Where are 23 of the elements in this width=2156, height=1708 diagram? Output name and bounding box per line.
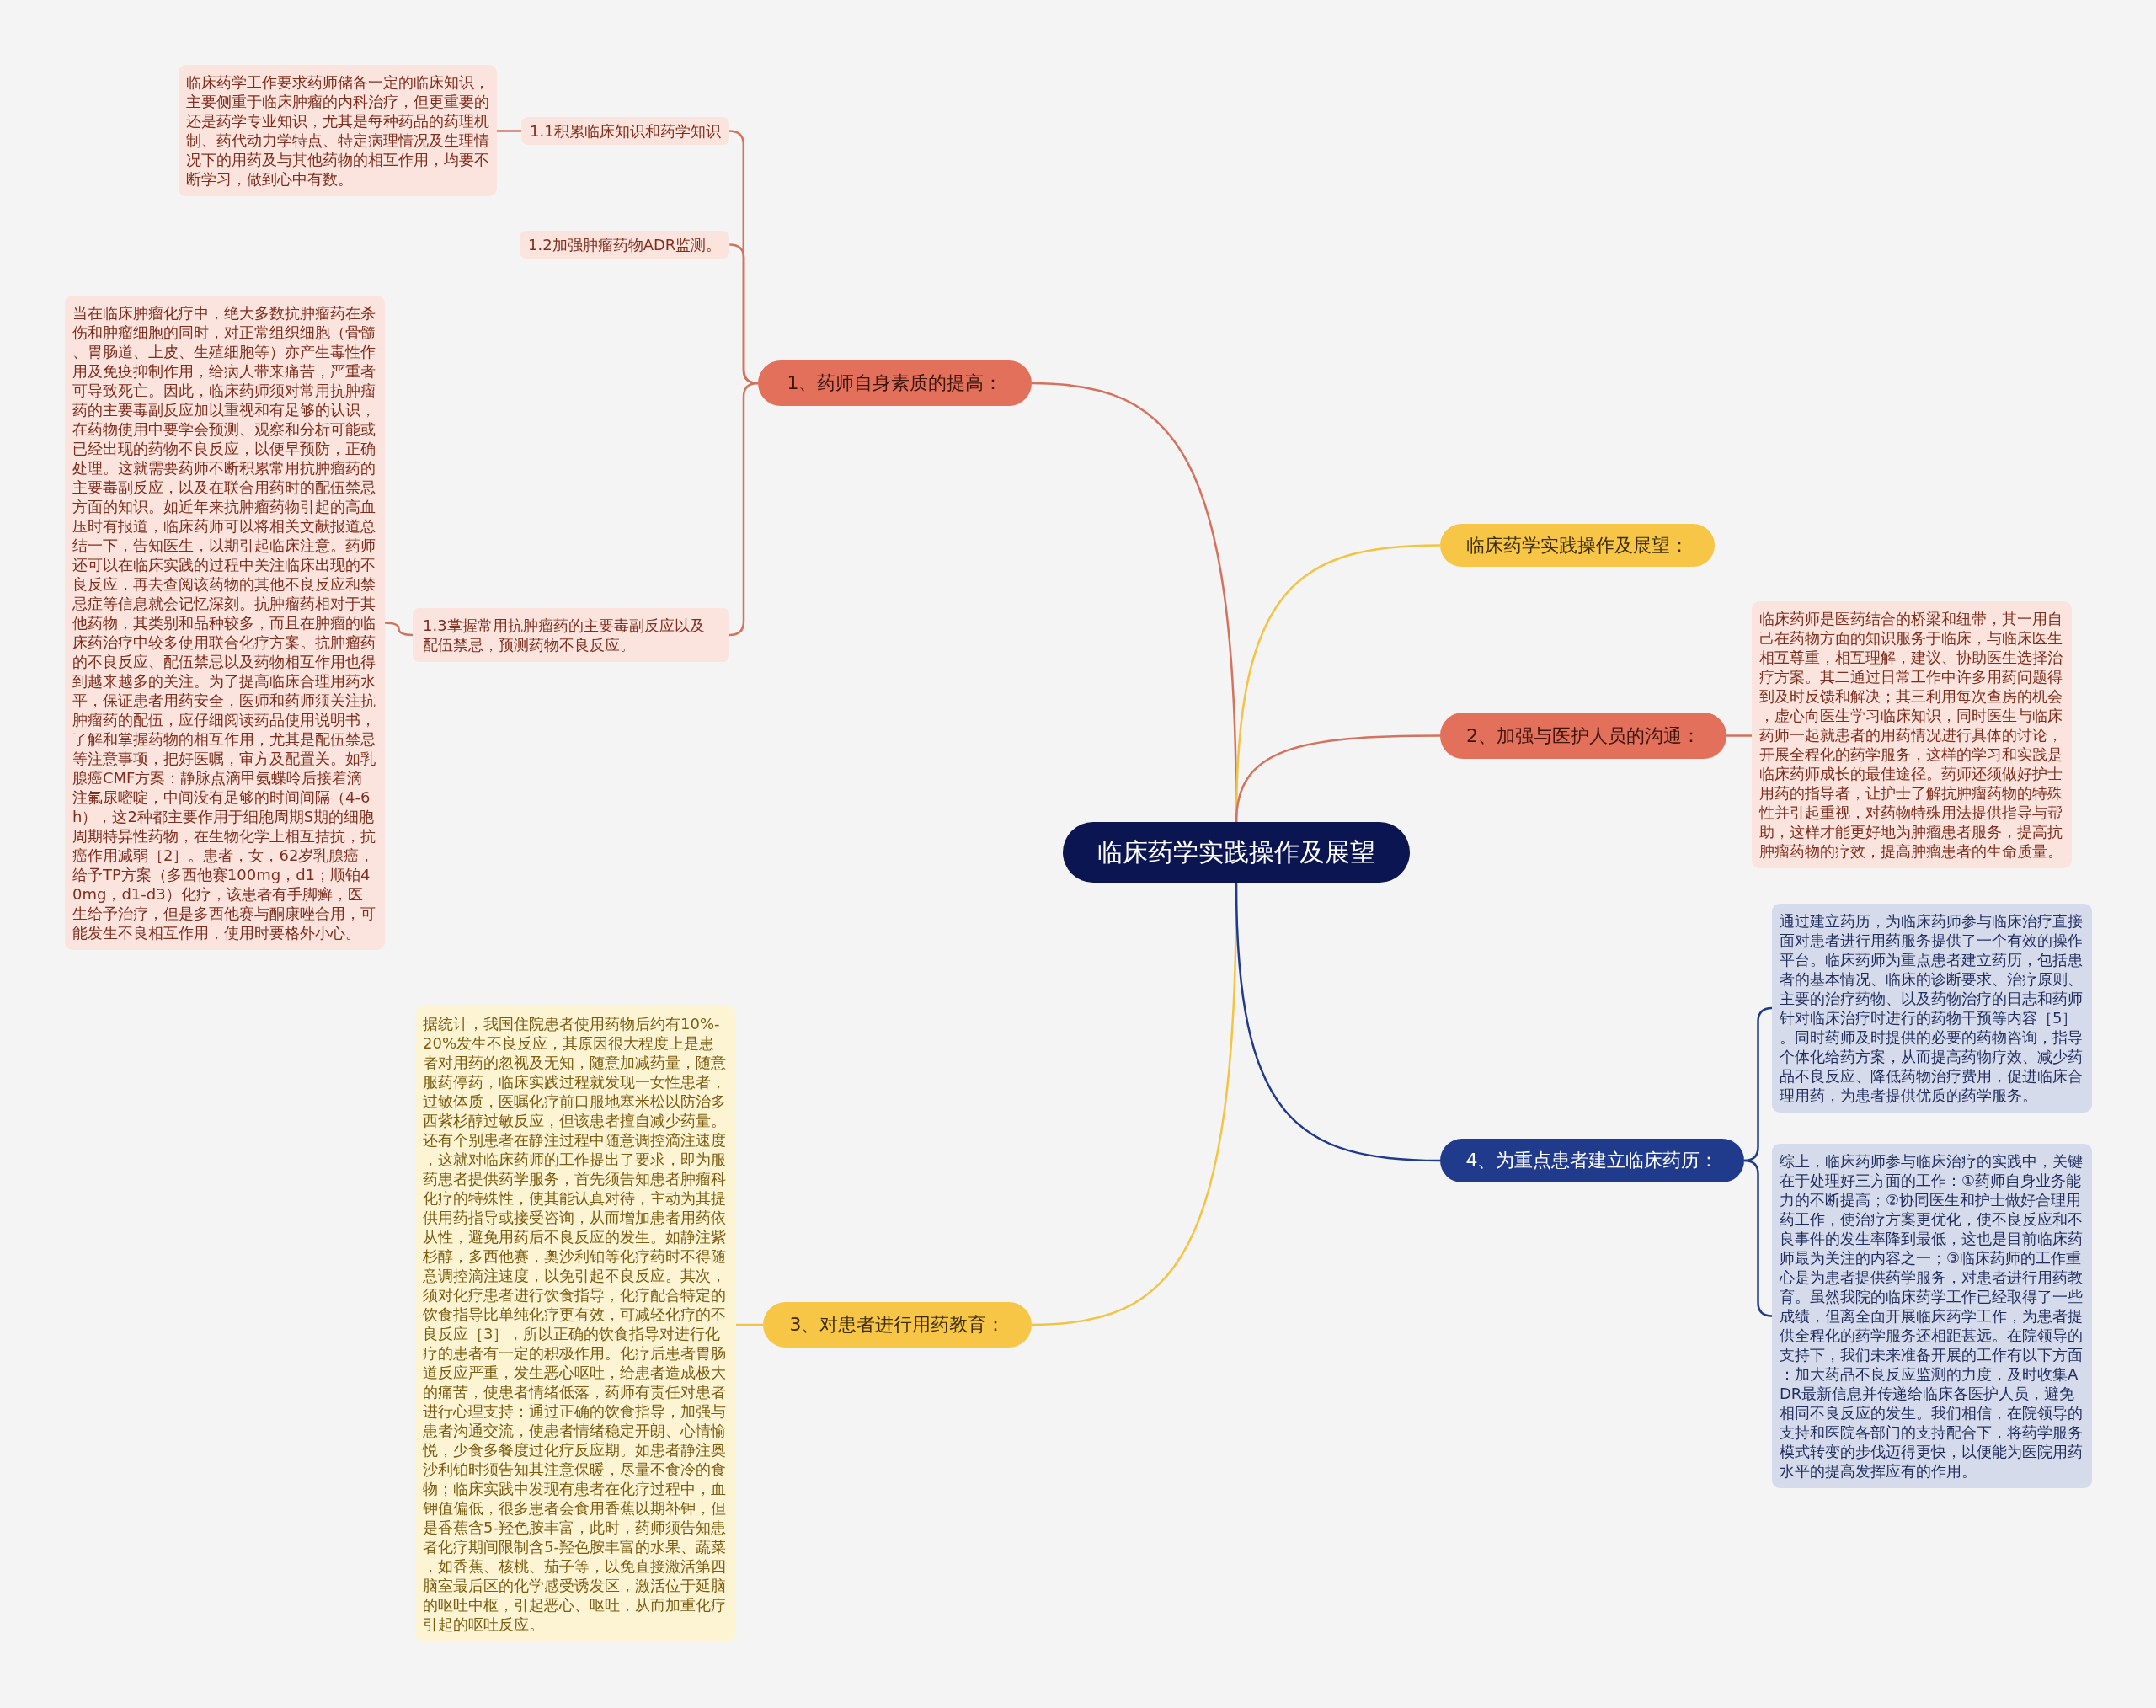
central-topic-box: 临床药学实践操作及展望: [1063, 822, 1410, 883]
topic-box: 临床药学实践操作及展望：: [1440, 524, 1715, 567]
topic-box: 2、加强与医护人员的沟通：: [1440, 713, 1726, 759]
note-box: 通过建立药历，为临床药师参与临床治疗直接面对患者进行用药服务提供了一个有效的操作平台。临床药师为重点患者建立药历，包括患者的基本情况、临床的诊断要求、治疗原则、主要的治疗药物、以及药物治疗的日志和药师针对临床治疗时进行的药物干预等内容［5］。同时药师及时提供的必要的药物咨询，指导个体化给药方案，从而提高药物疗效、减少药品不良反应、降低药物治疗费用，促进临床合理用药，为患者提供优质的药学服务。: [1772, 904, 2092, 1113]
topic-box: 1、药师自身素质的提高：: [758, 360, 1032, 406]
branch-line: [1743, 1159, 1773, 1317]
note-box: 当在临床肿瘤化疗中，绝大多数抗肿瘤药在杀伤和肿瘤细胞的同时，对正常组织细胞（骨髓、胃肠道、上皮、生殖细胞等）亦产生毒性作用及免疫抑制作用，给病人带来痛苦，严重者可导致死亡。因此，临床药师须对常用抗肿瘤药的主要毒副反应加以重视和有足够的认识，在药物使用中要学会预测、观察和分析可能或已经出现的药物不良反应，以便早预防，正确处理。这就需要药师不断积累常用抗肿瘤药的主要毒副反应，以及在联合用药时的配伍禁忌方面的知识。如近年来抗肿瘤药物引起的高血压时有报道，临床药师可以将相关文献报道总结一下，告知医生，以期引起临床注意。药师还可以在临床实践的过程中关注临床出现的不良反应，再去查阅该药物的其他不良反应和禁忌症等信息就会记忆深刻。抗肿瘤药相对于其他药物，其类别和品种较多，而且在肿瘤的临床药治疗中较多使用联合化疗方案。抗肿瘤药的不良反应、配伍禁忌以及药物相互作用也得到越来越多的关注。为了提高临床合理用药水平，保证患者用药安全，医师和药师须关注抗肿瘤药的配伍，应仔细阅读药品使用说明书，了解和掌握药物的相互作用，尤其是配伍禁忌等注意事项，把好医嘱，审方及配置关。如乳腺癌CMF方案：静脉点滴甲氨蝶呤后接着滴注氟尿嘧啶，中间没有足够的时间间隔（4-6h），这2种都主要作用于细胞周期S期的细胞周期特异性药物，在生物化学上相互拮抗，抗癌作用减弱［2］。患者，女，62岁乳腺癌，给予TP方案（多西他赛100mg，d1；顺铂40mg，d1-d3）化疗，该患者有手脚癣，医生给予治疗，但是多西他赛与酮康唑合用，可能发生不良相互作用，使用时要格外小心。: [65, 296, 385, 950]
branch-line: [384, 622, 414, 637]
note-box: 临床药学工作要求药师储备一定的临床知识，主要侧重于临床肿瘤的内科治疗，但更重要的还是药学专业知识，尤其是每种药品的药理机制、药代动力学特点、特定病理情况及生理情况下的用药及与其他药物的相互作用，均要不断学习，做到心中有数。: [179, 65, 497, 196]
branch-line: [497, 130, 521, 132]
note-box: 据统计，我国住院患者使用药物后约有10%-20%发生不良反应，其原因很大程度上是患者对用药的忽视及无知，随意加减药量，随意服药停药，临床实践过程就发现一女性患者，过敏体质，医嘱化疗前口服地塞米松以防治多西紫杉醇过敏反应，但该患者擅自减少药量。还有个别患者在静注过程中随意调控滴注速度，这就对临床药师的工作提出了要求，即为服药患者提供药学服务，首先须告知患者肿瘤科化疗的特殊性，使其能认真对待，主动为其提供用药指导或接受咨询，从而增加患者用药依从性，避免用药后不良反应的发生。如静注紫杉醇，多西他赛，奥沙利铂等化疗药时不得随意调控滴注速度，以免引起不良反应。其次，须对化疗患者进行饮食指导，化疗配合特定的饮食指导比单纯化疗更有效，可减轻化疗的不良反应［3］，所以正确的饮食指导对进行化疗的患者有一定的积极作用。化疗后患者胃肠道反应严重，发生恶心呕吐，给患者造成极大的痛苦，使患者情绪低落，药师有责任对患者进行心理支持：通过正确的饮食指导，加强与患者沟通交流，使患者情绪稳定开朗、心情愉悦，少食多餐度过化疗反应期。如患者静注奥沙利铂时须告知其注意保暖，尽量不食冷的食物；临床实践中发现有患者在化疗过程中，血钾值偏低，很多患者会食用香蕉以期补钾，但是香蕉含5-羟色胺丰富，此时，药师须告知患者化疗期间限制含5-羟色胺丰富的水果、蔬菜，如香蕉、核桃、茄子等，以免直接激活第四脑室最后区的化学感受诱发区，激活位于延脑的呕吐中枢，引起恶心、呕吐，从而加重化疗引起的呕吐反应。: [415, 1006, 736, 1641]
subtopic-box: 1.1积累临床知识和药学知识: [521, 117, 729, 145]
note-box: 综上，临床药师参与临床治疗的实践中，关键在于处理好三方面的工作：①药师自身业务能力的不断提高；②协同医生和护士做好合理用药工作，使治疗方案更优化，使不良反应和不良事件的发生率降到最低，这也是目前临床药师最为关注的内容之一；③临床药师的工作重心是为患者提供药学服务，对患者进行用药教育。虽然我院的临床药学工作已经取得了一些成绩，但离全面开展临床药学工作，为患者提供全程化的药学服务还相距甚远。在院领导的支持下，我们未来准备开展的工作有以下方面：加大药品不良反应监测的力度，及时收集ADR最新信息并传递给临床各医护人员，避免相同不良反应的发生。我们相信，在院领导的支持和医院各部门的支持配合下，将药学服务模式转变的步伐迈得更快，以便能为医院用药水平的提高发挥应有的作用。: [1772, 1144, 2092, 1488]
topic-box: 3、对患者进行用药教育：: [763, 1302, 1032, 1348]
branch-line: [728, 382, 759, 637]
branch-line: [1235, 734, 1440, 823]
branch-line: [1726, 734, 1752, 737]
branch-line: [736, 1323, 763, 1326]
topic-box: 4、为重点患者建立临床药历：: [1440, 1139, 1744, 1182]
subtopic-box: 1.3掌握常用抗肿瘤药的主要毒副反应以及配伍禁忌，预测药物不良反应。: [413, 608, 729, 662]
subtopic-box: 1.2加强肿瘤药物ADR监测。: [520, 231, 730, 259]
branch-line: [1235, 882, 1441, 1162]
note-box: 临床药师是医药结合的桥梁和纽带，其一用自己在药物方面的知识服务于临床，与临床医生相互尊重，相互理解，建议、协助医生选择治疗方案。其二通过日常工作中许多用药问题得到及时反馈和解决；其三利用每次查房的机会，虚心向医生学习临床知识，同时医生与临床药师一起就患者的用药情况进行具体的讨论，开展全程化的药学服务，这样的学习和实践是临床药师成长的最佳途径。药师还须做好护士用药的指导者，让护士了解抗肿瘤药物的特殊性并引起重视，对药物特殊用法提供指导与帮助，这样才能更好地为肿瘤患者服务，提高抗肿瘤药物的疗效，提高肿瘤患者的生命质量。: [1752, 601, 2072, 868]
